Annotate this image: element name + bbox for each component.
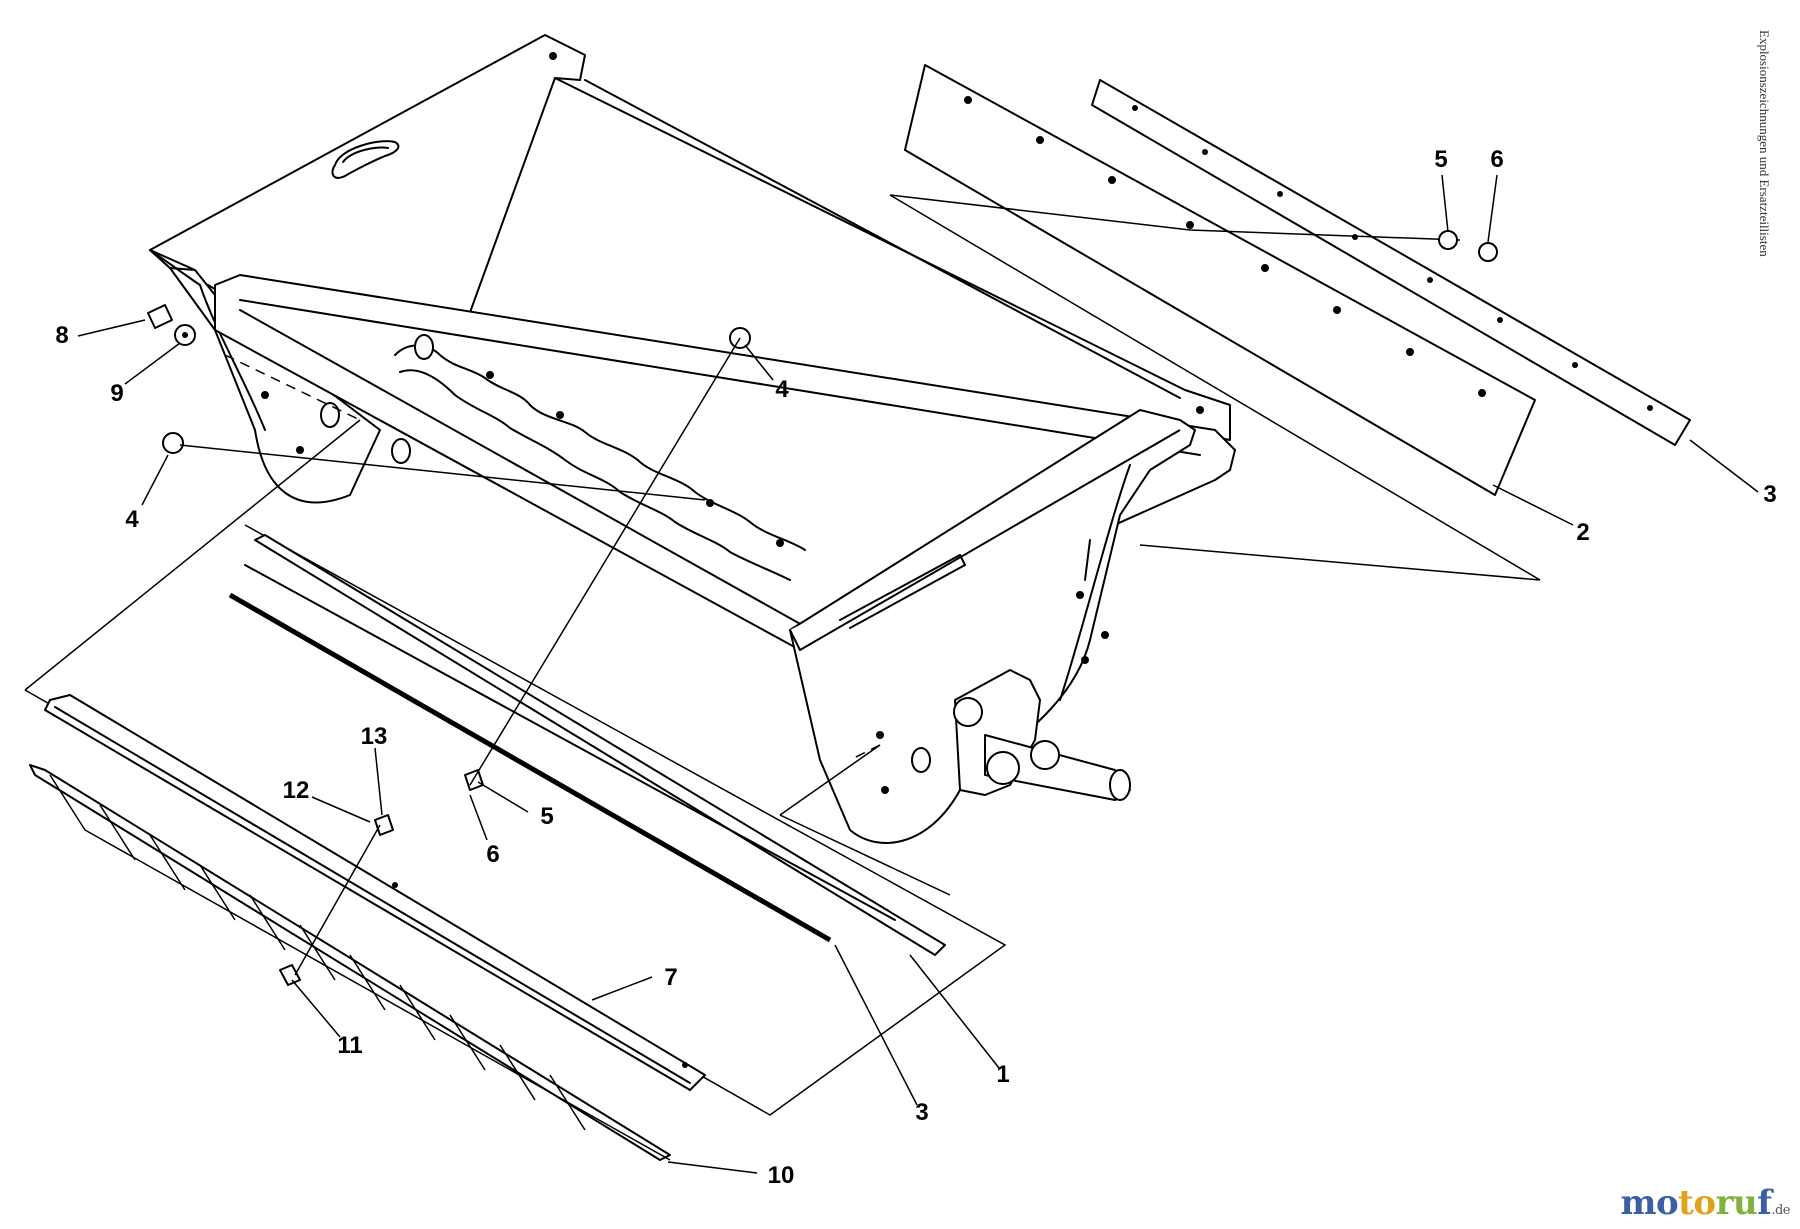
callout-7: 7 <box>664 964 677 991</box>
callout-13: 13 <box>361 723 388 750</box>
logo-part-2: to <box>1678 1183 1716 1223</box>
callout-4-left: 4 <box>125 506 139 533</box>
callout-4-center: 4 <box>775 376 789 403</box>
callout-8: 8 <box>55 322 68 349</box>
seal-strip-3 <box>1091 79 1691 446</box>
logo-part-1: mo <box>1620 1183 1679 1223</box>
callout-3-upper: 3 <box>1763 481 1776 508</box>
callout-labels: 1 2 3 3 4 4 5 5 6 6 7 8 9 10 11 12 13 <box>55 146 1776 1189</box>
callout-12: 12 <box>283 777 310 804</box>
callout-3-lower: 3 <box>915 1099 928 1126</box>
callout-6-upper: 6 <box>1490 146 1503 173</box>
projection-line-strip <box>889 194 1541 581</box>
brush-10 <box>29 764 671 1161</box>
watermark-logo: motoruf.de <box>1620 1183 1791 1223</box>
hopper-frame <box>24 34 1236 1116</box>
shaft-7 <box>44 694 706 1091</box>
hardware-parts <box>147 230 1498 986</box>
logo-part-3: ru <box>1715 1183 1758 1223</box>
seal-strip-2 <box>904 64 1536 496</box>
side-caption: Explosionszeichnungen und Ersatzteillist… <box>1757 30 1772 257</box>
logo-domain: .de <box>1771 1203 1790 1218</box>
callout-6-lower: 6 <box>486 841 499 868</box>
logo-part-4: f <box>1757 1183 1772 1223</box>
leader-lines <box>77 174 1759 1174</box>
deflector-strip-1 <box>244 534 946 956</box>
callout-10: 10 <box>768 1162 795 1189</box>
callout-2: 2 <box>1576 519 1589 546</box>
callout-5-upper: 5 <box>1434 146 1447 173</box>
callout-11: 11 <box>337 1032 362 1059</box>
callout-9: 9 <box>110 380 123 407</box>
agitator-rod-3 <box>228 592 832 943</box>
callout-1: 1 <box>996 1061 1009 1088</box>
callout-5-lower: 5 <box>540 803 553 830</box>
